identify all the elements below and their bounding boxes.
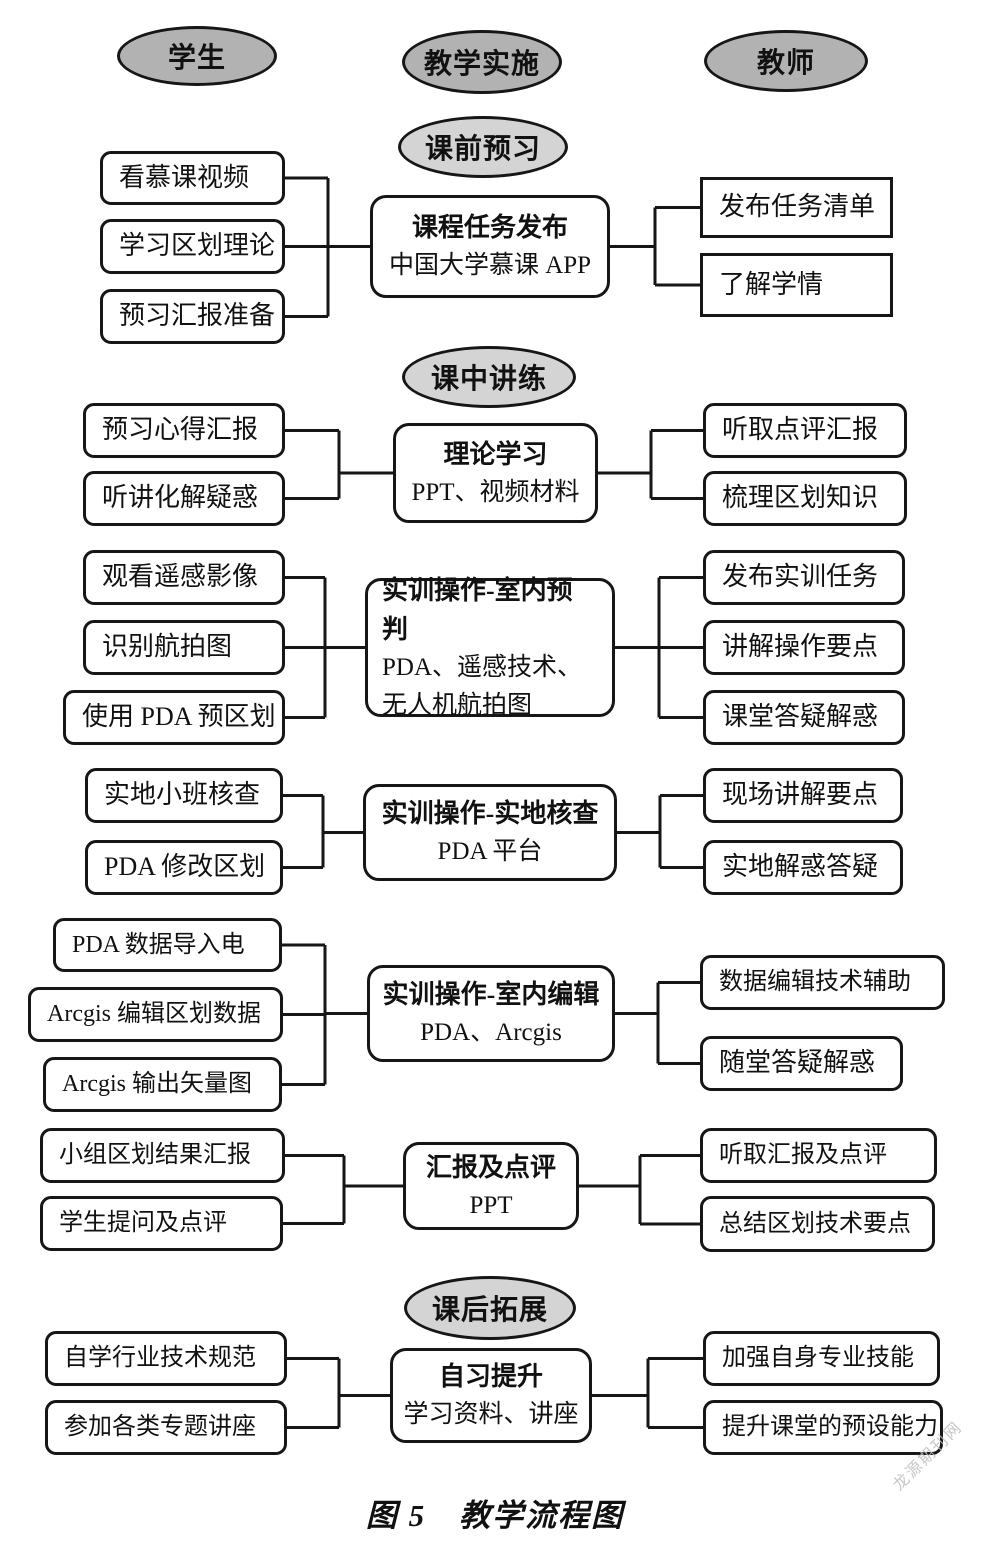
activity-subtitle: PPT xyxy=(469,1191,513,1219)
stage-ellipse-after-class: 课后拓展 xyxy=(404,1276,576,1340)
student-task-box: 使用 PDA 预区划 xyxy=(63,690,285,745)
column-header-teachers: 教师 xyxy=(704,30,868,92)
column-header-students: 学生 xyxy=(117,26,277,86)
teacher-task-box: 了解学情 xyxy=(700,253,893,317)
student-task-box: 看慕课视频 xyxy=(100,151,285,205)
activity-subtitle: PDA、遥感技术、无人机航拍图 xyxy=(382,654,583,719)
teacher-task-box: 梳理区划知识 xyxy=(703,471,907,526)
student-task-box: 自学行业技术规范 xyxy=(45,1331,287,1386)
student-task-box: 预习心得汇报 xyxy=(83,403,285,458)
activity-subtitle: 中国大学慕课 APP xyxy=(388,252,592,280)
activity-title: 汇报及点评 xyxy=(425,1152,556,1182)
activity-box: 理论学习 PPT、视频材料 xyxy=(393,423,598,523)
student-task-box: 实地小班核查 xyxy=(85,768,283,823)
student-task-box: PDA 修改区划 xyxy=(85,840,283,895)
student-task-box: Arcgis 输出矢量图 xyxy=(43,1057,282,1112)
activity-box: 实训操作-实地核查 PDA 平台 xyxy=(363,784,617,881)
activity-box: 实训操作-室内预判 PDA、遥感技术、无人机航拍图 xyxy=(365,576,615,719)
activity-title: 实训操作-室内预判 xyxy=(382,576,573,644)
teacher-task-box: 讲解操作要点 xyxy=(703,620,905,675)
student-task-box: 识别航拍图 xyxy=(83,620,285,675)
teacher-task-box: 发布实训任务 xyxy=(703,550,905,605)
activity-title: 实训操作-实地核查 xyxy=(381,799,599,829)
activity-subtitle: PDA 平台 xyxy=(437,838,543,866)
activity-title: 课程任务发布 xyxy=(411,213,568,243)
teacher-task-box: 提升课堂的预设能力 xyxy=(703,1400,943,1455)
teacher-task-box: 听取点评汇报 xyxy=(703,403,907,458)
student-task-box: 听讲化解疑惑 xyxy=(83,471,285,526)
teacher-task-box: 随堂答疑解惑 xyxy=(700,1036,903,1091)
student-task-box: 小组区划结果汇报 xyxy=(40,1128,285,1183)
student-task-box: 学习区划理论 xyxy=(100,219,285,274)
student-task-box: Arcgis 编辑区划数据 xyxy=(28,987,283,1042)
stage-ellipse-pre-class: 课前预习 xyxy=(398,116,568,178)
student-task-box: PDA 数据导入电 xyxy=(53,918,282,972)
teacher-task-box: 实地解惑答疑 xyxy=(703,840,903,895)
activity-box: 实训操作-室内编辑 PDA、Arcgis xyxy=(367,965,615,1062)
student-task-box: 观看遥感影像 xyxy=(83,550,285,605)
student-task-box: 学生提问及点评 xyxy=(40,1196,283,1251)
activity-title: 自习提升 xyxy=(438,1362,543,1392)
activity-title: 实训操作-室内编辑 xyxy=(382,980,600,1010)
activity-subtitle: PDA、Arcgis xyxy=(420,1019,562,1047)
teacher-task-box: 听取汇报及点评 xyxy=(700,1128,937,1183)
activity-box: 自习提升 学习资料、讲座 xyxy=(390,1348,592,1443)
teacher-task-box: 课堂答疑解惑 xyxy=(703,690,905,745)
student-task-box: 预习汇报准备 xyxy=(100,289,285,344)
teacher-task-box: 总结区划技术要点 xyxy=(700,1196,935,1252)
teacher-task-box: 现场讲解要点 xyxy=(703,768,903,823)
teacher-task-box: 发布任务清单 xyxy=(700,177,893,238)
activity-subtitle: PPT、视频材料 xyxy=(411,478,580,506)
stage-ellipse-in-class: 课中讲练 xyxy=(402,346,576,408)
activity-box: 课程任务发布 中国大学慕课 APP xyxy=(370,195,610,298)
activity-box: 汇报及点评 PPT xyxy=(403,1142,579,1230)
activity-subtitle: 学习资料、讲座 xyxy=(403,1401,579,1429)
teacher-task-box: 数据编辑技术辅助 xyxy=(700,955,945,1010)
figure-caption: 图 5 教学流程图 xyxy=(365,1498,625,1533)
teacher-task-box: 加强自身专业技能 xyxy=(703,1331,940,1386)
column-header-implementation: 教学实施 xyxy=(402,30,562,94)
activity-title: 理论学习 xyxy=(443,439,548,469)
student-task-box: 参加各类专题讲座 xyxy=(45,1400,287,1455)
